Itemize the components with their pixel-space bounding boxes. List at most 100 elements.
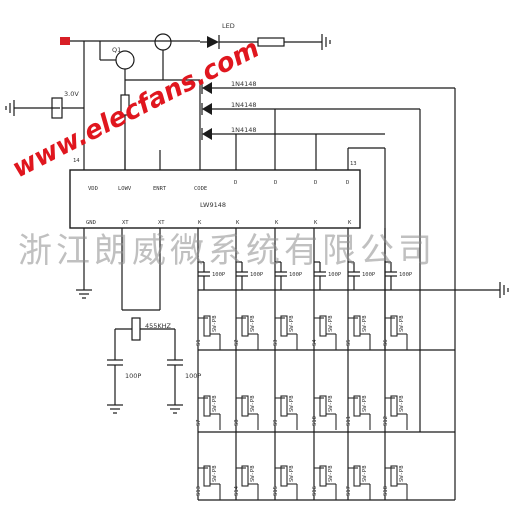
switch-name: S7 [196, 419, 202, 426]
key-switch: S14 SW-PB [234, 465, 259, 500]
switch-type: SW-PB [212, 395, 218, 412]
svg-text:K: K [314, 220, 318, 226]
switch-contact [280, 465, 288, 487]
switch-contact [319, 315, 327, 337]
switch-type: SW-PB [328, 465, 334, 482]
switch-name: S17 [346, 486, 352, 496]
switch-type: SW-PB [399, 315, 405, 332]
led-diode [207, 36, 219, 48]
switch-name: S11 [346, 416, 352, 426]
pin-number: 13 [350, 161, 357, 167]
switch-type: SW-PB [212, 465, 218, 482]
switch-contact [241, 465, 249, 487]
ground-icon [107, 404, 123, 414]
switch-name: S1 [196, 339, 202, 346]
key-switch: S12 SW-PB [383, 395, 408, 430]
svg-text:GND: GND [86, 220, 96, 226]
switch-type: SW-PB [212, 315, 218, 332]
switch-contact [319, 395, 327, 417]
switch-name: S15 [273, 486, 279, 496]
switch-name: S10 [312, 416, 318, 426]
switch-contact [353, 315, 361, 337]
svg-text:100P: 100P [125, 372, 141, 380]
key-switch: S15 SW-PB [273, 465, 298, 500]
key-switch: S1 SW-PB [196, 315, 221, 350]
switch-contact [203, 315, 211, 337]
switch-type: SW-PB [289, 465, 295, 482]
svg-text:D: D [314, 180, 317, 186]
switch-name: S12 [383, 416, 389, 426]
switch-contact [203, 395, 211, 417]
switch-contact [319, 465, 327, 487]
switch-type: SW-PB [289, 395, 295, 412]
switch-contact [203, 465, 211, 487]
switch-contact [390, 395, 398, 417]
ground-icon [499, 282, 509, 298]
capacitor: 100P [348, 261, 376, 290]
ground-icon [321, 34, 331, 50]
switch-type: SW-PB [289, 315, 295, 332]
switch-contact [280, 315, 288, 337]
vdd-terminal [60, 37, 70, 45]
svg-text:XT: XT [158, 220, 165, 226]
capacitor-value: 100P [399, 272, 413, 278]
capacitor-value: 100P [362, 272, 376, 278]
switch-type: SW-PB [328, 315, 334, 332]
switch-type: SW-PB [250, 315, 256, 332]
switch-contact [390, 315, 398, 337]
key-switch: S8 SW-PB [234, 395, 259, 430]
capacitor-c1: 100P [107, 359, 141, 405]
resistor-r2 [257, 37, 285, 47]
switch-name: S16 [312, 486, 318, 496]
svg-text:ENRT: ENRT [153, 186, 167, 192]
capacitor: 100P [314, 261, 342, 290]
switch-name: S14 [234, 485, 240, 496]
ground-icon [5, 100, 15, 116]
ic-bottom-pins: GND XT XT K K K K K [86, 220, 352, 226]
switch-name: S2 [234, 339, 240, 346]
battery-label: 3.0V [64, 90, 79, 98]
switch-type: SW-PB [250, 395, 256, 412]
switch-contact [241, 395, 249, 417]
capacitor-value: 100P [289, 272, 303, 278]
led-label: LED [222, 22, 235, 30]
ground-icon [76, 289, 92, 299]
switch-contact [353, 395, 361, 417]
capacitor-value: 100P [212, 272, 226, 278]
key-switch: S3 SW-PB [273, 315, 298, 350]
svg-text:K: K [236, 220, 240, 226]
switch-name: S18 [383, 486, 389, 496]
svg-text:VDD: VDD [88, 186, 98, 192]
switch-name: S5 [346, 339, 352, 346]
switch-type: SW-PB [250, 465, 256, 482]
diode-d1: 1N4148 [201, 80, 455, 94]
key-switch: S2 SW-PB [234, 315, 259, 350]
ground-icon [167, 404, 183, 414]
switch-name: S3 [273, 339, 279, 346]
switch-name: S8 [234, 419, 240, 426]
switch-name: S13 [196, 486, 202, 496]
key-switch: S10 SW-PB [312, 395, 337, 430]
switch-type: SW-PB [399, 465, 405, 482]
transistor-q2 [154, 33, 172, 51]
diode-array: 1N4148 1N4148 1N4148 [199, 80, 455, 170]
capacitor: 100P [236, 261, 264, 290]
switch-type: SW-PB [328, 395, 334, 412]
svg-text:1N4148: 1N4148 [231, 126, 257, 134]
switch-contact [353, 465, 361, 487]
svg-text:K: K [198, 220, 202, 226]
switch-contact [241, 315, 249, 337]
crystal-y1 [131, 317, 141, 341]
svg-text:XT: XT [122, 220, 129, 226]
svg-text:D: D [346, 180, 349, 186]
key-switch: S7 SW-PB [196, 395, 221, 430]
switch-type: SW-PB [399, 395, 405, 412]
ic-name: LW9148 [200, 201, 226, 209]
key-matrix: S1SW-PBS2SW-PBS3SW-PBS4SW-PBS5SW-PBS6SW-… [196, 88, 456, 501]
svg-text:100P: 100P [185, 372, 201, 380]
company-watermark: 浙江朗威微系统有限公司 [18, 231, 436, 271]
